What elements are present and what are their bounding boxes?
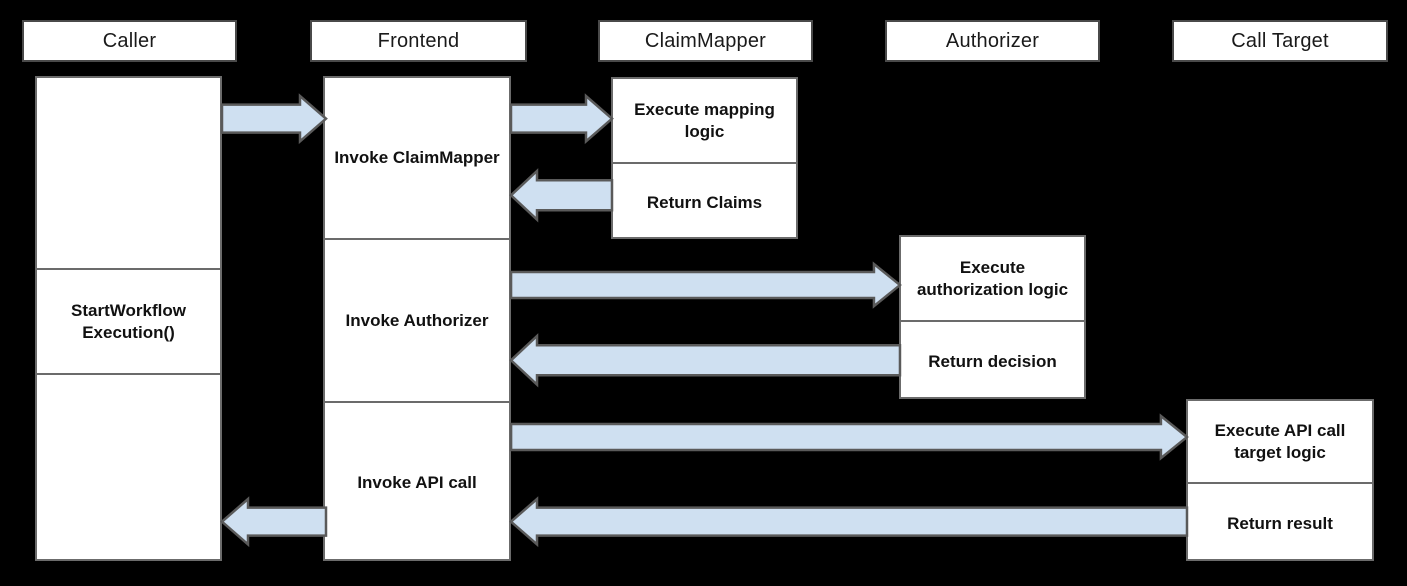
authorizer-activation-segment-0: Execute authorization logic [916,258,1069,299]
authorizer-activation-segment-1: Return decision [901,320,1084,401]
caller-activation-segment-2 [37,373,220,563]
frontend-to-authorizer-request [509,261,902,309]
frontend-to-calltarget-request-glyph [509,413,1189,461]
lifeline-header-authorizer: Authorizer [885,20,1100,62]
frontend-activation-segment-1: Invoke Authorizer [325,238,509,401]
claimmapper-to-frontend-response-glyph [509,167,614,223]
frontend-to-calltarget-request [509,413,1189,461]
caller-to-frontend-request-glyph [220,93,328,145]
lifeline-header-frontend: Frontend [310,20,527,62]
frontend-to-claimmapper-request-glyph [509,93,614,145]
frontend-activation-segment-2: Invoke API call [325,401,509,563]
lifeline-header-caller: Caller [22,20,237,62]
claimmapper-to-frontend-response [509,167,614,223]
frontend-to-caller-response-glyph [220,496,328,548]
authorizer-to-frontend-response-glyph [509,332,902,388]
frontend-to-claimmapper-request [509,93,614,145]
lifeline-header-calltarget: Call Target [1172,20,1388,62]
authorizer-to-frontend-response [509,332,902,388]
caller-activation-segment-0 [37,78,220,268]
claimmapper-activation-segment-0: Execute mapping logic [634,100,775,141]
calltarget-activation-segment-0: Execute API call target logic [1214,421,1346,462]
calltarget-to-frontend-response [509,496,1189,548]
frontend-to-caller-response [220,496,328,548]
calltarget-activation-segment-1: Return result [1188,482,1372,563]
lifeline-header-claimmapper: ClaimMapper [598,20,813,62]
frontend-to-authorizer-request-glyph [509,261,902,309]
claimmapper-activation-segment-1: Return Claims [613,162,796,241]
caller-activation-segment-1: StartWorkflow Execution() [37,268,220,373]
caller-to-frontend-request [220,93,328,145]
caller-activation: StartWorkflow Execution() [35,76,222,561]
frontend-activation-segment-0: Invoke ClaimMapper [334,148,500,168]
calltarget-to-frontend-response-glyph [509,496,1189,548]
